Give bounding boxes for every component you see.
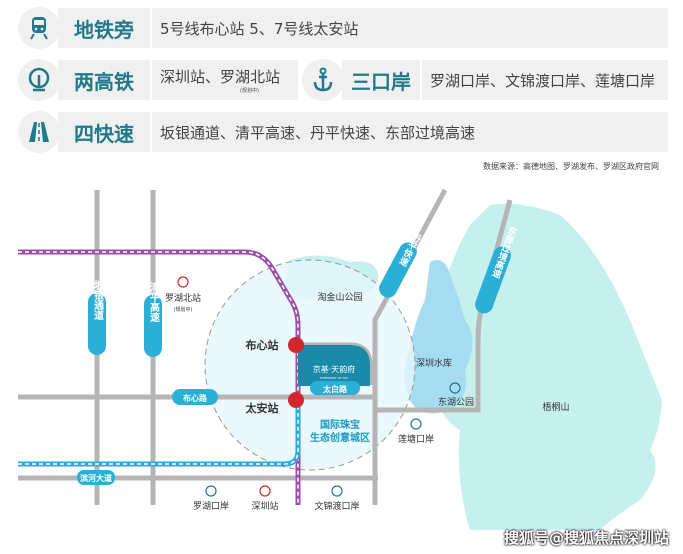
data-source: 数据来源：高德地图、罗湖发布、罗湖区政府官网 [483,162,659,171]
road-binhe: 滨河大道 [80,473,112,483]
station-taian: 太安站 [245,401,279,415]
road-qingping: 清平高速 [148,281,160,323]
station-luohu-north: 罗湖北站 [165,292,201,304]
metro-label: 地铁旁 [58,8,150,48]
roads-text: 坂银通道、清平高速、丹平快速、东部过境高速 [152,112,668,152]
watermark: 搜狐号@搜狐焦点深圳站 [503,529,669,547]
train-icon [18,7,60,49]
rail-label: 两高铁 [58,60,150,100]
metro-row: 地铁旁 5号线布心站 5、7号线太安站 [18,7,668,49]
station-shenzhen: 深圳站 [251,500,278,512]
metro-station-icons [288,337,304,408]
zone-line2: 生态创意城区 [310,431,370,444]
reservoir-area [404,260,473,414]
place-wutong: 梧桐山 [542,401,569,413]
rail-note: (规划中) [240,88,259,94]
rail-text: 深圳站、罗湖北站 [160,68,281,86]
project-block [298,345,370,386]
high-speed-rail-icon [18,59,60,101]
anchor-icon [302,59,344,101]
road-buxin: 布心路 [182,393,208,403]
road-icon [18,111,60,153]
station-buxin: 布心站 [246,338,279,352]
project-subtitle: SYMPHONY OF SKY [320,376,349,380]
project-name: 京基·天韵府 [313,364,356,374]
roads-row: 四快速 坂银通道、清平高速、丹平快速、东部过境高速 [18,111,668,153]
zone-line1: 国际珠宝 [320,418,360,431]
place-donghu: 东湖公园 [438,396,474,408]
ports-text: 罗湖口岸、文锦渡口岸、莲塘口岸 [422,60,668,100]
road-banyin: 坂银通道 [92,279,104,321]
port-luohu: 罗湖口岸 [193,501,229,512]
station-luohu-north-note: (规划中) [174,306,193,313]
metro-text: 5号线布心站 5、7号线太安站 [152,8,668,48]
port-wenjindu: 文锦渡口岸 [314,500,359,512]
rail-ports-row: 两高铁 深圳站、罗湖北站 (规划中) 三口岸 罗湖口岸、文锦渡口岸、莲塘口岸 [18,59,668,101]
ports-label: 三口岸 [342,60,420,100]
port-liantang: 莲塘口岸 [398,433,434,445]
road-taibai: 太白路 [322,384,348,394]
place-taojinshan: 淘金山公园 [317,291,362,303]
roads-label: 四快速 [58,112,150,152]
place-reservoir: 深圳水库 [416,357,452,369]
